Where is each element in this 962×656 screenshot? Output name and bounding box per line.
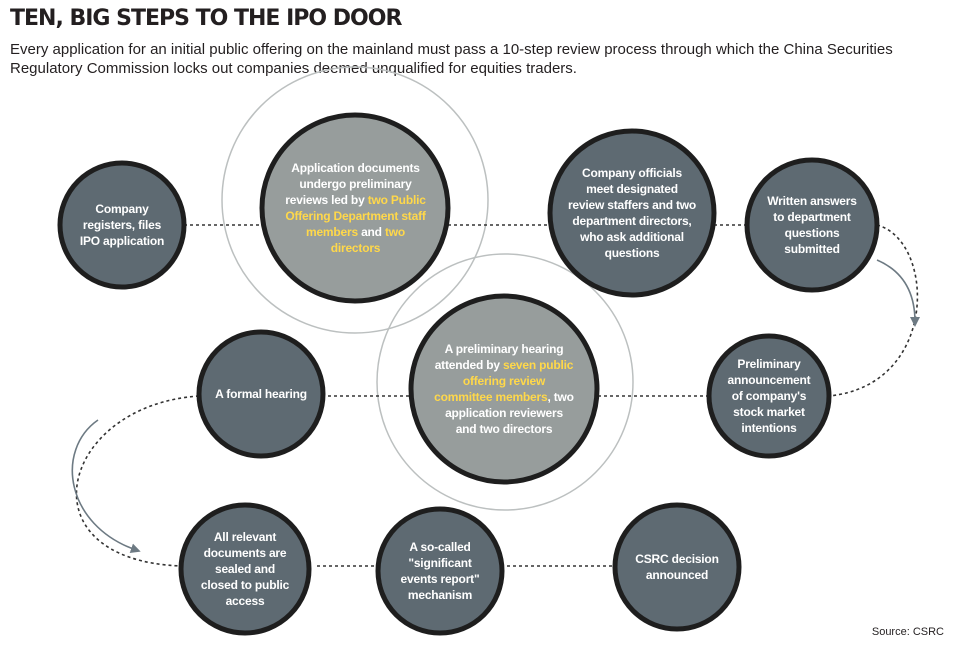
step-3-label: Company officials meet designated review… xyxy=(567,166,697,260)
step-2-circle xyxy=(259,112,451,304)
step-5-label: Preliminary announcement of company's st… xyxy=(727,357,811,435)
halo-ring-step-2 xyxy=(221,66,489,334)
direction-arrow-right xyxy=(876,259,920,327)
infographic-subtitle: Every application for an initial public … xyxy=(10,41,893,77)
step-6-label: A preliminary hearing attended by seven … xyxy=(434,342,574,436)
step-10-label: CSRC decision announced xyxy=(635,552,719,582)
step-10-circle xyxy=(612,502,742,632)
step-3-circle xyxy=(547,128,717,298)
step-2-label: Application documents undergo preliminar… xyxy=(285,161,426,255)
step-1-label: Company registers, files IPO application xyxy=(79,202,165,248)
step-7-label: A formal hearing xyxy=(215,387,307,401)
step-8-label: All relevant documents are sealed and cl… xyxy=(200,530,290,608)
step-8-circle xyxy=(178,502,312,636)
source-credit: Source: CSRC xyxy=(871,626,944,638)
direction-arrow-left xyxy=(71,419,141,554)
infographic-title: TEN, BIG STEPS TO THE IPO DOOR xyxy=(10,6,402,31)
connector-4-5 xyxy=(828,224,919,397)
step-9-label: A so-called "significant events report" … xyxy=(400,540,480,602)
step-1-circle xyxy=(57,160,187,290)
halo-ring-step-6 xyxy=(376,253,634,511)
step-9-circle xyxy=(375,506,505,636)
step-4-label: Written answers to department questions … xyxy=(767,194,857,256)
step-6-circle xyxy=(408,293,600,485)
step-4-circle xyxy=(744,157,880,293)
step-7-circle xyxy=(196,329,326,459)
step-5-circle xyxy=(706,333,832,459)
